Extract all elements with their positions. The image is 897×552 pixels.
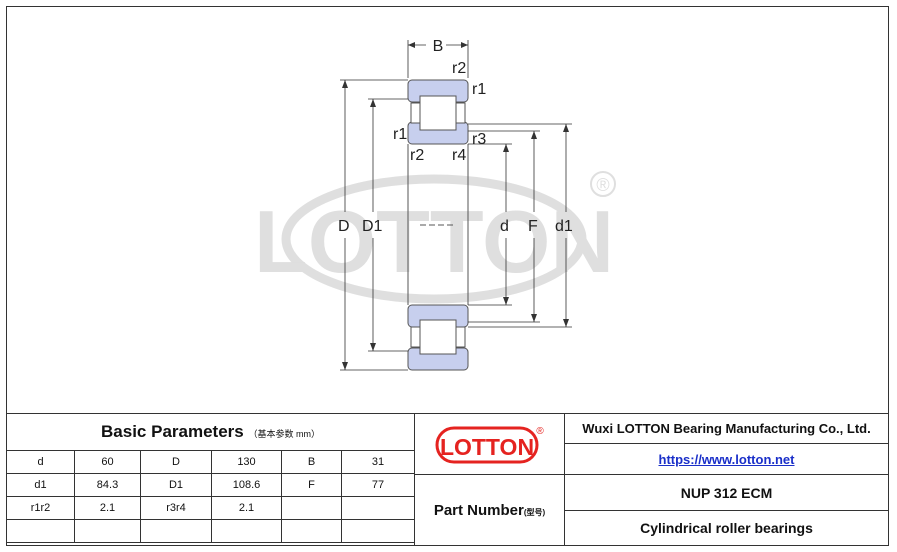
label-r2-mid: r2	[410, 147, 424, 164]
param-label: d	[6, 450, 75, 474]
company-url-link[interactable]: https://www.lotton.net	[658, 451, 795, 467]
cage-left-top	[410, 102, 421, 124]
param-value: 108.6	[211, 473, 282, 497]
bearing-section	[407, 79, 469, 371]
param-label: d1	[6, 473, 75, 497]
label-r2-top: r2	[452, 60, 466, 77]
param-value: 2.1	[211, 496, 282, 520]
param-label: D1	[140, 473, 212, 497]
label-d: d	[500, 218, 509, 235]
company-url-cell: https://www.lotton.net	[564, 443, 889, 475]
arrowheads	[342, 42, 569, 370]
label-D1: D1	[362, 218, 383, 235]
param-value: 130	[211, 450, 282, 474]
brand-logo-box: LOTTON ®	[414, 413, 565, 475]
param-value	[341, 519, 415, 543]
param-label	[140, 519, 212, 543]
param-label: r3r4	[140, 496, 212, 520]
table-row	[6, 519, 415, 543]
param-value: 31	[341, 450, 415, 474]
watermark-text: LOTTON	[254, 192, 614, 291]
part-number-label-cell: Part Number(型号)	[414, 474, 565, 546]
param-label: B	[281, 450, 342, 474]
label-r1-top: r1	[472, 81, 486, 98]
param-label: D	[140, 450, 212, 474]
label-r1-left: r1	[393, 126, 407, 143]
param-label: r1r2	[6, 496, 75, 520]
part-number-cell: NUP 312 ECM	[564, 474, 889, 511]
table-row: d 60 D 130 B 31	[6, 450, 415, 474]
watermark-logo: LOTTON ®	[254, 171, 616, 304]
label-d1: d1	[555, 218, 573, 235]
cage-right-bottom	[455, 326, 466, 348]
part-number-label-note: (型号)	[523, 507, 546, 517]
label-D: D	[338, 218, 350, 235]
param-value: 84.3	[74, 473, 141, 497]
company-name-cell: Wuxi LOTTON Bearing Manufacturing Co., L…	[564, 413, 889, 444]
bearing-drawing: LOTTON ®	[254, 38, 616, 371]
param-label	[6, 519, 75, 543]
param-value: 60	[74, 450, 141, 474]
label-B: B	[433, 38, 444, 55]
part-number: NUP 312 ECM	[680, 484, 773, 501]
roller-top	[419, 95, 457, 131]
roller-bottom	[419, 319, 457, 355]
parameters-title-text: Basic Parameters	[101, 422, 244, 441]
param-value	[211, 519, 282, 543]
cage-left-bottom	[410, 326, 421, 348]
table-row: r1r2 2.1 r3r4 2.1	[6, 496, 415, 520]
parameters-title-note: （基本参数 mm）	[248, 429, 320, 439]
param-label	[281, 496, 342, 520]
lotton-logo-registered: ®	[536, 426, 544, 437]
lotton-logo-text: LOTTON	[439, 434, 533, 460]
part-number-label: Part Number(型号)	[434, 502, 545, 519]
lotton-logo: LOTTON ®	[435, 426, 544, 464]
label-r4: r4	[452, 147, 466, 164]
company-name: Wuxi LOTTON Bearing Manufacturing Co., L…	[582, 421, 871, 436]
param-value	[341, 496, 415, 520]
label-F: F	[528, 218, 538, 235]
cage-right-top	[455, 102, 466, 124]
param-label	[281, 519, 342, 543]
param-value	[74, 519, 141, 543]
dimension-lines	[340, 40, 572, 371]
watermark-registered: ®	[596, 175, 609, 195]
param-value: 2.1	[74, 496, 141, 520]
part-description: Cylindrical roller bearings	[640, 520, 813, 536]
parameters-table: Basic Parameters （基本参数 mm） d 60 D 130 B …	[6, 413, 415, 543]
label-r3: r3	[472, 131, 486, 148]
param-value: 77	[341, 473, 415, 497]
parameters-title: Basic Parameters （基本参数 mm）	[6, 413, 415, 451]
part-number-label-text: Part Number	[433, 501, 524, 519]
table-row: d1 84.3 D1 108.6 F 77	[6, 473, 415, 497]
part-description-cell: Cylindrical roller bearings	[564, 510, 889, 546]
param-label: F	[281, 473, 342, 497]
